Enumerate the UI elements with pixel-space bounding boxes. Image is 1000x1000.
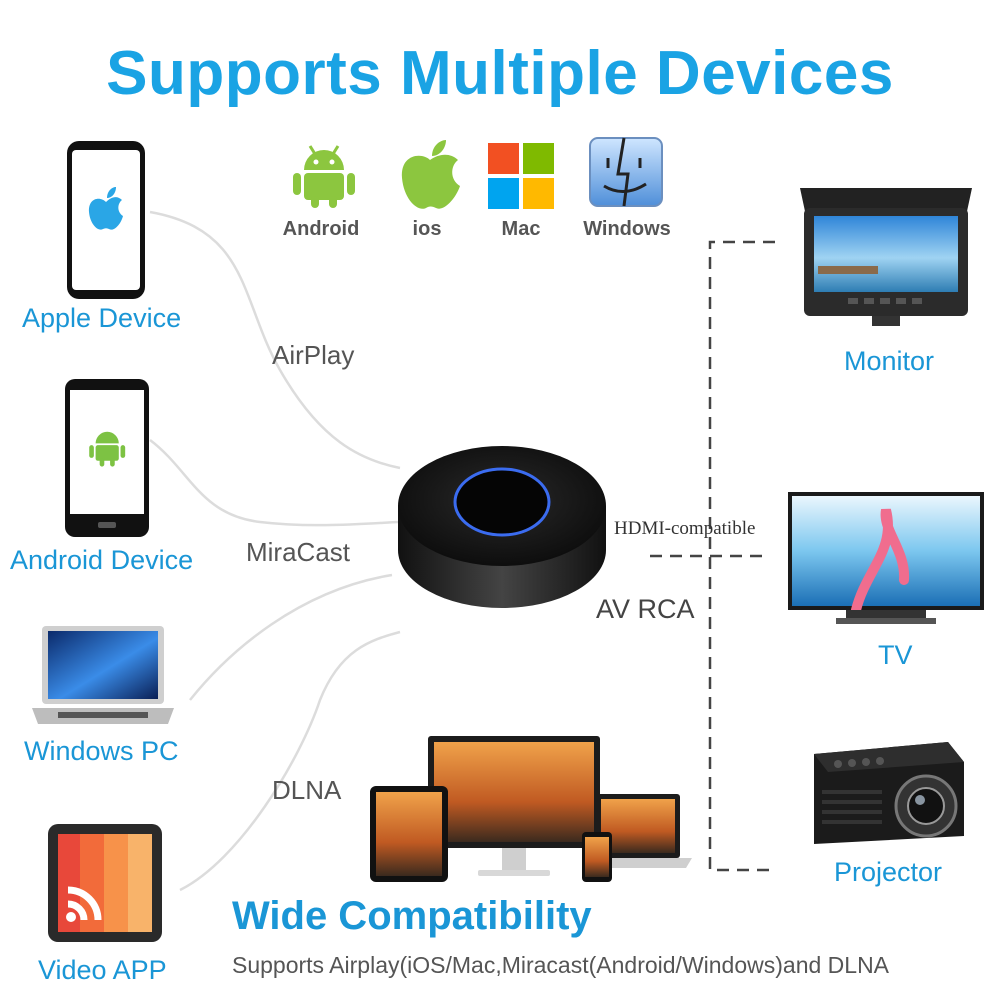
tv-icon: [788, 492, 984, 624]
multi-device-icon: [370, 736, 692, 882]
os-badge-mac: [488, 143, 554, 209]
android-icon: [293, 145, 355, 208]
port-label-hdmi: HDMI-compatible: [614, 518, 756, 539]
source-android-device: [64, 378, 150, 538]
os-badge-ios: [392, 138, 468, 214]
output-projector: [808, 740, 968, 850]
source-video-app: [46, 822, 164, 944]
laptop-icon: [32, 626, 174, 724]
os-label-android: Android: [282, 218, 360, 240]
android-phone-icon: [65, 379, 149, 537]
source-label-apple: Apple Device: [22, 303, 182, 333]
port-label-av: AV RCA: [596, 594, 695, 624]
source-windows-pc: [28, 624, 178, 730]
output-label-projector: Projector: [834, 857, 943, 887]
os-badge-android: [284, 140, 364, 210]
os-label-mac: Mac: [501, 218, 541, 240]
footer-subtitle: Supports Airplay(iOS/Mac,Miracast(Androi…: [232, 952, 890, 978]
video-app-icon: [48, 824, 162, 942]
protocol-dlna: DLNA: [272, 775, 342, 805]
output-label-tv: TV: [878, 640, 913, 670]
output-label-monitor: Monitor: [844, 346, 935, 376]
source-label-video-app: Video APP: [38, 955, 167, 985]
os-badge-windows: [586, 134, 666, 210]
footer-title: Wide Compatibility: [232, 894, 592, 938]
source-label-windows-pc: Windows PC: [24, 736, 179, 766]
iphone-icon: [67, 141, 145, 299]
source-label-android: Android Device: [10, 545, 194, 575]
output-tv: [786, 490, 986, 628]
source-apple-device: [66, 140, 146, 300]
device-group: [368, 734, 694, 884]
protocol-miracast: MiraCast: [246, 537, 351, 567]
wireless-dongle: [392, 440, 612, 616]
projector-icon: [814, 742, 964, 844]
output-monitor: [798, 186, 974, 326]
page-title: Supports Multiple Devices: [106, 39, 894, 108]
os-label-ios: ios: [412, 218, 442, 240]
microsoft-logo-icon: [488, 143, 554, 209]
apple-icon: [401, 140, 460, 209]
protocol-airplay: AirPlay: [272, 340, 355, 370]
os-label-windows: Windows: [583, 218, 671, 240]
monitor-icon: [800, 188, 972, 326]
dongle-icon: [398, 446, 606, 608]
finder-face-icon: [589, 137, 663, 207]
